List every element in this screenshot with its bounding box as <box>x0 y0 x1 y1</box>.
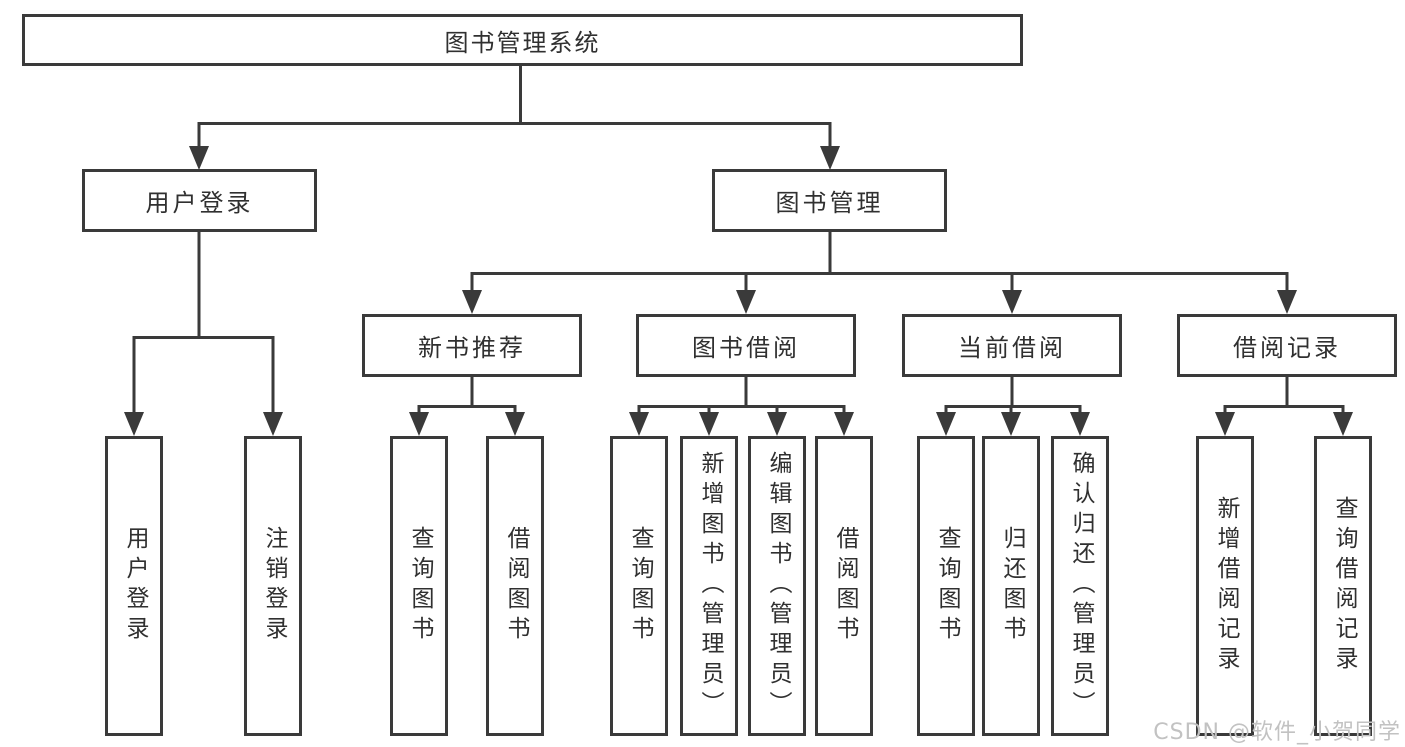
arrow-down-icon <box>124 412 283 436</box>
connector-new-book-recommend-lines <box>417 377 517 414</box>
node-book-borrow: 图书借阅 <box>636 314 856 377</box>
node-label: 用户登录 <box>121 526 148 646</box>
node-label: 新增图书（管理员） <box>696 451 723 721</box>
node-label: 新增借阅记录 <box>1212 496 1239 676</box>
connector-user-login <box>124 232 283 436</box>
node-label: 借阅图书 <box>502 526 529 646</box>
arrow-down-icon <box>409 412 525 436</box>
node-system-root: 图书管理系统 <box>22 14 1023 66</box>
node-label: 新书推荐 <box>418 334 526 362</box>
node-label: 注销登录 <box>260 526 287 646</box>
arrow-down-icon <box>189 146 840 170</box>
leaf-logout: 注销登录 <box>244 436 302 736</box>
node-label: 查询图书 <box>406 526 433 646</box>
connector-current-borrow <box>936 377 1090 436</box>
leaf-confirm-return-admin: 确认归还（管理员） <box>1051 436 1109 736</box>
node-label: 查询图书 <box>933 526 960 646</box>
node-label: 确认归还（管理员） <box>1067 451 1094 721</box>
connector-borrow-records-lines <box>1223 377 1345 414</box>
leaf-add-borrow-record: 新增借阅记录 <box>1196 436 1254 736</box>
arrow-down-icon <box>1215 412 1353 436</box>
node-new-book-recommend: 新书推荐 <box>362 314 582 377</box>
node-label: 图书借阅 <box>692 334 800 362</box>
arrow-down-icon <box>462 290 1297 314</box>
node-label: 编辑图书（管理员） <box>764 451 791 721</box>
connector-new-book-recommend <box>409 377 525 436</box>
node-label: 归还图书 <box>998 526 1025 646</box>
node-user-login: 用户登录 <box>82 169 317 232</box>
node-borrow-records: 借阅记录 <box>1177 314 1397 377</box>
node-label: 图书管理 <box>775 189 884 217</box>
connector-user-login-lines <box>132 232 275 414</box>
connector-book-management-lines <box>470 232 1289 292</box>
leaf-query-borrow-record: 查询借阅记录 <box>1314 436 1372 736</box>
arrow-down-icon <box>629 412 854 436</box>
node-label: 查询图书 <box>626 526 653 646</box>
leaf-user-login: 用户登录 <box>105 436 163 736</box>
connector-root-lines <box>197 66 832 148</box>
node-book-management: 图书管理 <box>712 169 947 232</box>
node-label: 查询借阅记录 <box>1330 496 1357 676</box>
node-label: 用户登录 <box>145 189 254 217</box>
node-label: 借阅记录 <box>1233 334 1341 362</box>
connector-book-borrow-lines <box>637 377 846 414</box>
leaf-return-book: 归还图书 <box>982 436 1040 736</box>
leaf-query-books-current: 查询图书 <box>917 436 975 736</box>
csdn-watermark: CSDN @软件_小贺同学 <box>1153 720 1401 745</box>
leaf-query-books-borrow: 查询图书 <box>610 436 668 736</box>
connector-borrow-records <box>1215 377 1353 436</box>
connector-current-borrow-lines <box>944 377 1082 414</box>
leaf-query-books-recommend: 查询图书 <box>390 436 448 736</box>
leaf-add-book-admin: 新增图书（管理员） <box>680 436 738 736</box>
leaf-edit-book-admin: 编辑图书（管理员） <box>748 436 806 736</box>
node-label: 当前借阅 <box>958 334 1066 362</box>
connector-book-management <box>462 232 1297 314</box>
connector-book-borrow <box>629 377 854 436</box>
leaf-borrow-books: 借阅图书 <box>815 436 873 736</box>
leaf-borrow-books-recommend: 借阅图书 <box>486 436 544 736</box>
node-current-borrow: 当前借阅 <box>902 314 1122 377</box>
arrow-down-icon <box>936 412 1090 436</box>
connector-root <box>189 66 840 170</box>
node-label: 图书管理系统 <box>444 28 601 57</box>
node-label: 借阅图书 <box>831 526 858 646</box>
